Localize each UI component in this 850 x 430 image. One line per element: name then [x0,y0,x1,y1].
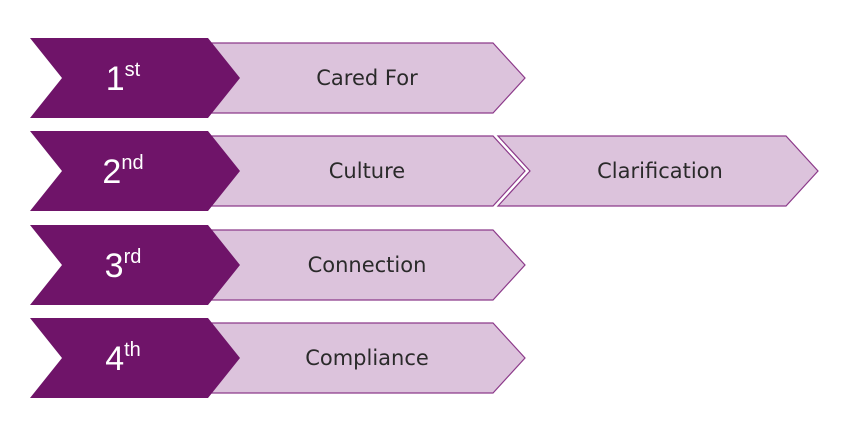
rank-number: 3 [105,247,124,285]
item-label: Cared For [316,66,418,90]
rank-suffix: st [125,59,141,81]
rank-suffix: th [124,339,141,361]
item-label: Compliance [305,346,429,370]
priority-row: Connection 3rd [30,225,526,305]
item-chevron [496,135,819,207]
rank-chevron [30,38,240,118]
priority-row: Compliance 4th [30,318,526,398]
rank-label: 2nd [102,152,143,191]
rank-suffix: rd [124,246,142,268]
rank-number: 1 [106,60,125,98]
rank-number: 4 [105,340,124,378]
rank-chevron [30,225,240,305]
item-label: Clarification [597,159,723,183]
rank-number: 2 [102,153,121,191]
item-label: Connection [308,253,427,277]
item-label: Culture [329,159,405,183]
rank-chevron [30,318,240,398]
rank-chevron [30,131,240,211]
rank-label: 4th [105,339,141,378]
priority-row: Cared For 1st [30,38,526,118]
rank-label: 3rd [105,246,142,285]
rank-label: 1st [106,59,141,98]
priority-row: Culture Clarification 2nd [30,131,819,211]
rank-suffix: nd [121,152,143,174]
